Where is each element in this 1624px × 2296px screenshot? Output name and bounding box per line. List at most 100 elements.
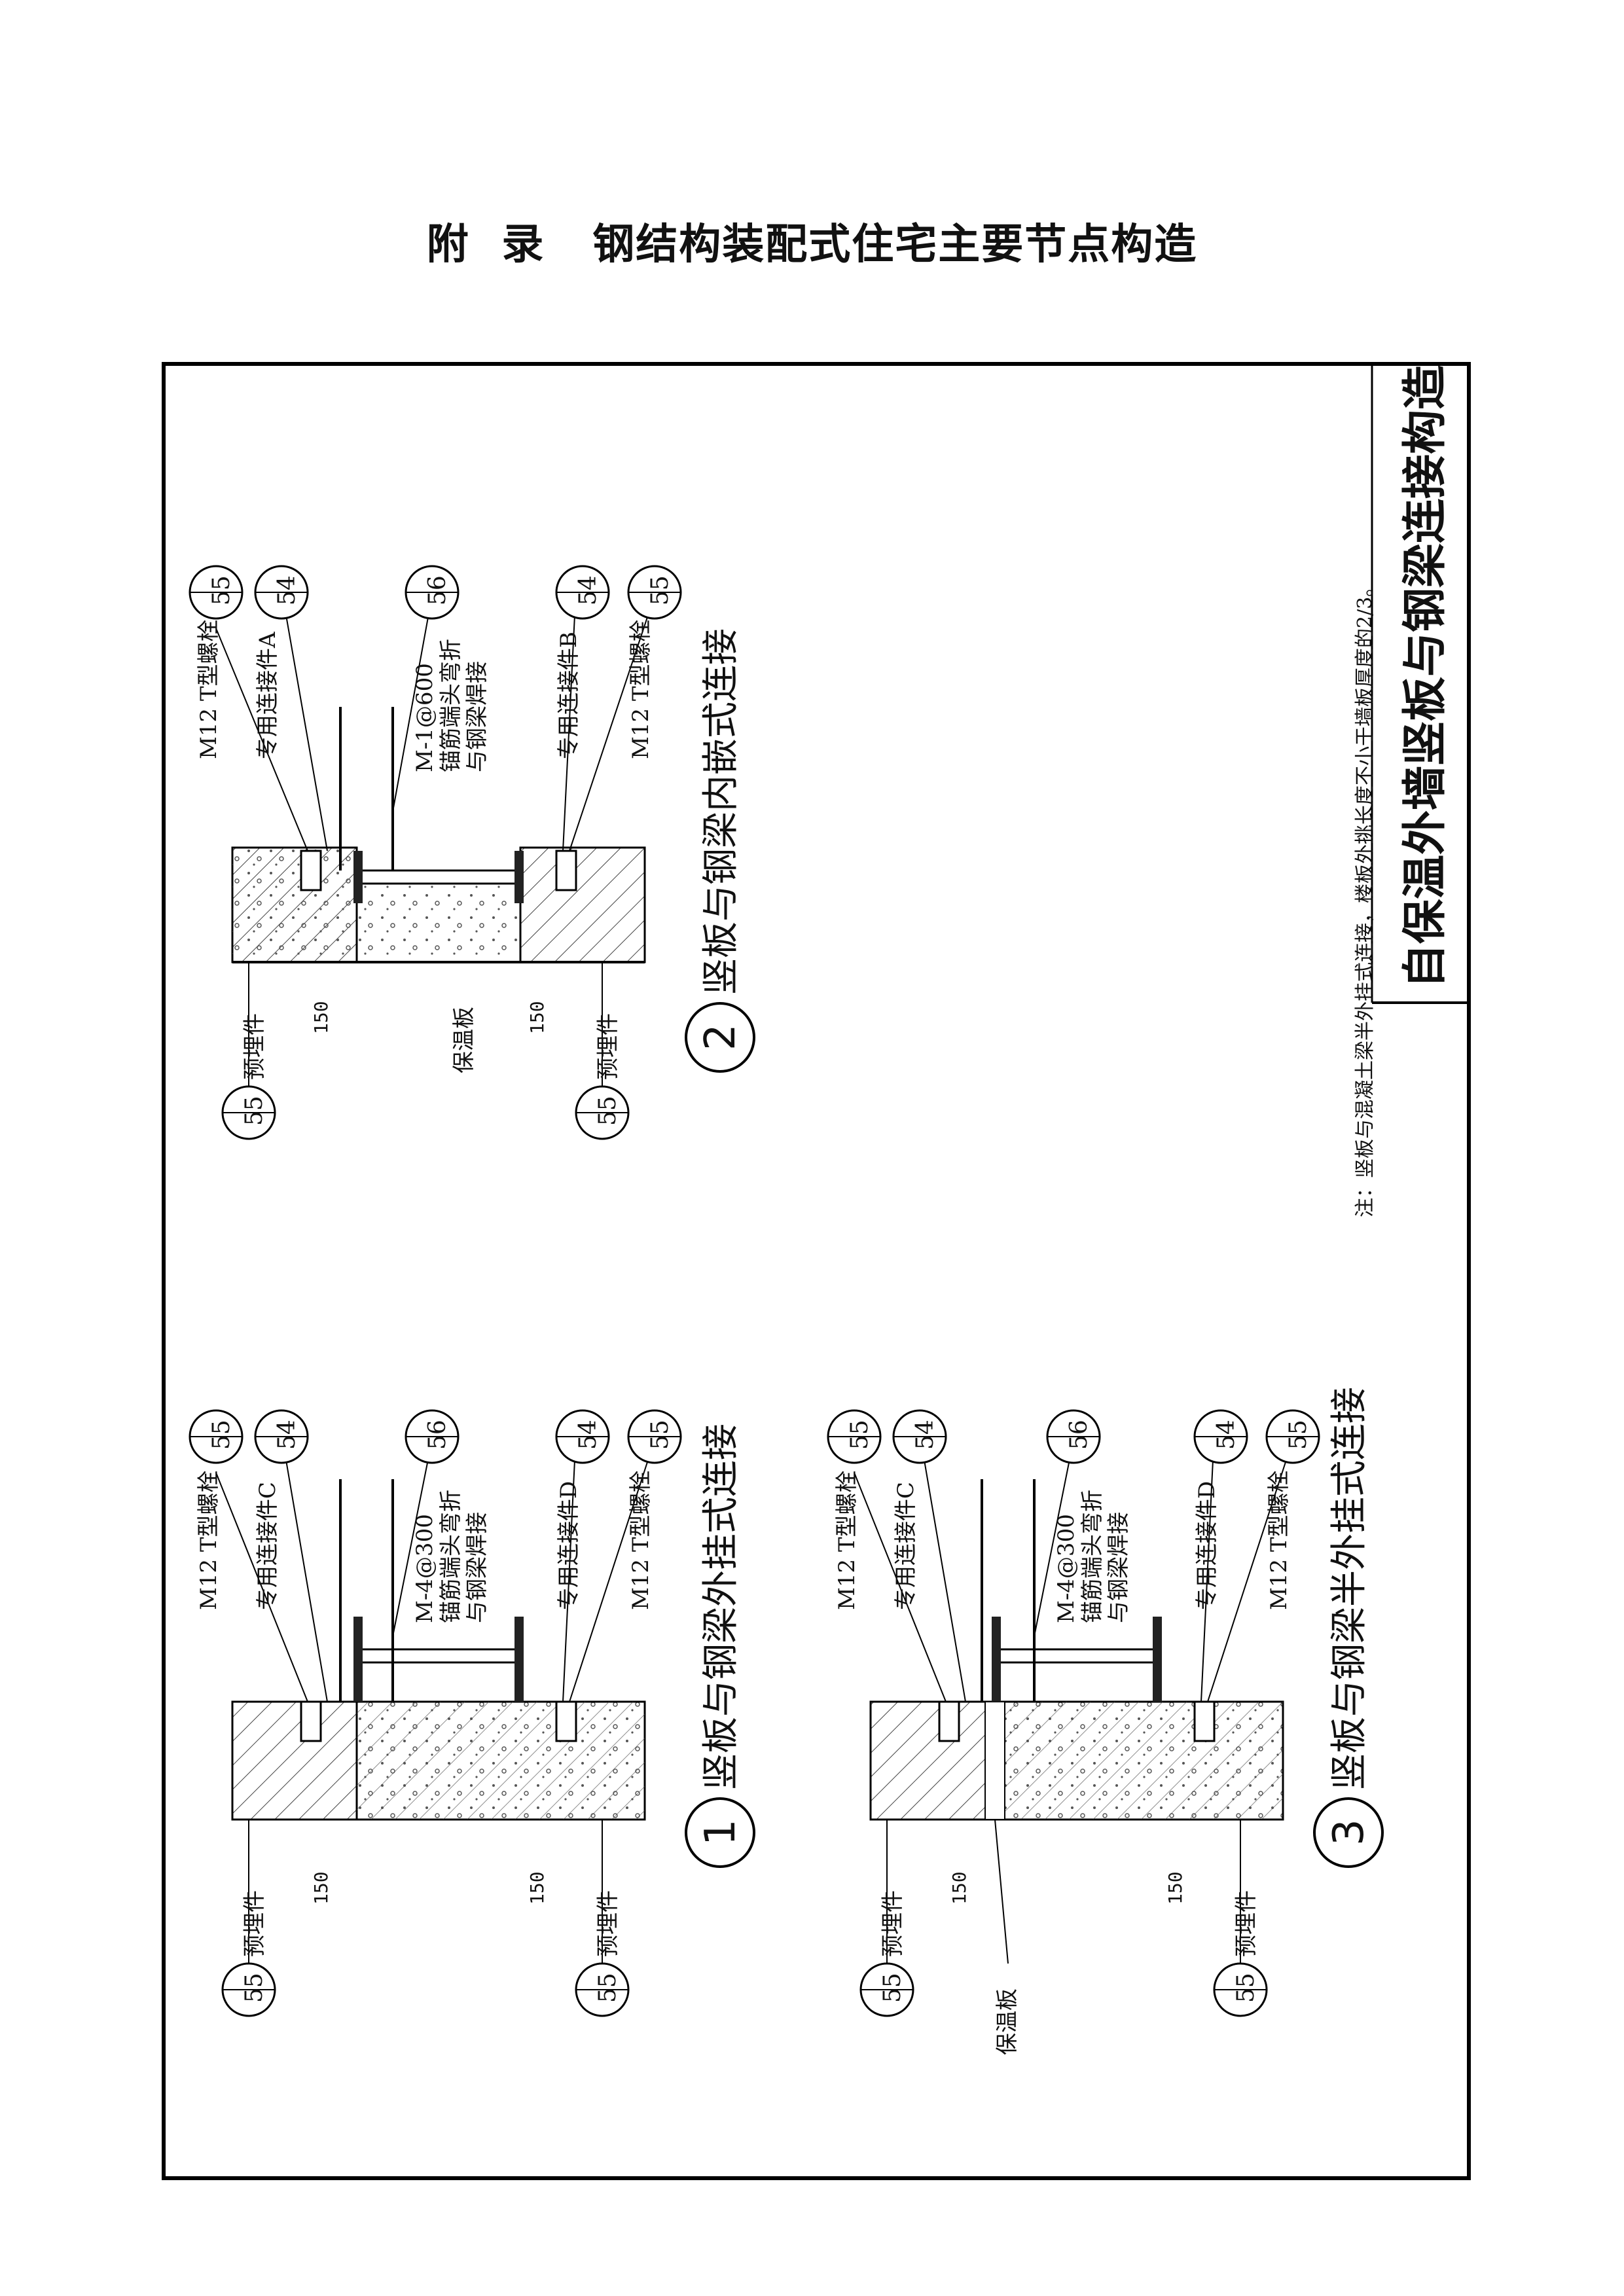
- callout-label: M-4@300: [1053, 1514, 1079, 1623]
- steel-beam-web: [355, 1648, 522, 1664]
- callout-label: M12 T型螺栓: [628, 1470, 654, 1610]
- ref-bubble: 54: [1193, 1409, 1248, 1464]
- callout-label: M12 T型螺栓: [196, 619, 222, 759]
- ref-bubble: 54: [254, 565, 309, 620]
- callout-label: 与钢梁焊接: [1106, 1512, 1132, 1623]
- bolt-upper: [938, 1700, 960, 1742]
- ref-bubble: 56: [1046, 1409, 1101, 1464]
- detail-caption: 竖板与钢梁半外挂式连接: [1328, 1387, 1371, 1790]
- insulation-label: 保温板: [994, 1988, 1020, 2055]
- callout-label: 专用连接件D: [1194, 1481, 1220, 1610]
- ref-bubble: 54: [254, 1409, 309, 1464]
- callout-label: 预埋件: [595, 1013, 621, 1080]
- diagram-text: 54: [274, 575, 300, 605]
- dimension-label: 150: [310, 1001, 332, 1034]
- steel-beam-flange-a: [353, 851, 363, 903]
- bolt-lower: [555, 850, 577, 891]
- steel-beam-flange-b: [1153, 1617, 1162, 1702]
- ref-bubble: 55: [1265, 1409, 1320, 1464]
- diagram-text: 55: [879, 1973, 906, 2003]
- insulation-board: [984, 1701, 1005, 1820]
- ref-bubble: 55: [221, 1962, 276, 2017]
- ref-bubble: 54: [555, 1409, 610, 1464]
- diagram-text: 54: [1213, 1420, 1240, 1450]
- wall-panel-upper-fill: [232, 848, 357, 962]
- floor-slab-hatch: [995, 1702, 1283, 1820]
- callout-label: 预埋件: [242, 1890, 268, 1957]
- callout-label: M-1@600: [412, 663, 438, 772]
- dimension-label: 150: [948, 1871, 970, 1905]
- diagram-text: 55: [241, 1973, 268, 2003]
- detail-number: 3: [1325, 1819, 1373, 1846]
- floor-slab-hatch: [357, 1702, 645, 1820]
- ref-bubble: 55: [189, 1409, 244, 1464]
- ref-bubble: 56: [405, 565, 460, 620]
- callout-label: 锚筋端头弯折: [1079, 1490, 1106, 1623]
- callout-label: 专用连接件D: [556, 1481, 582, 1610]
- ref-bubble: 56: [405, 1409, 460, 1464]
- diagram-text: 56: [1066, 1420, 1092, 1450]
- steel-beam-web: [355, 869, 522, 885]
- detail-number-bubble: [1313, 1797, 1384, 1868]
- callout-label: 专用连接件A: [255, 632, 281, 759]
- detail-caption: 竖板与钢梁外挂式连接: [700, 1424, 742, 1790]
- bolt-lower: [1193, 1700, 1216, 1742]
- ref-bubble: 55: [627, 565, 682, 620]
- diagram-text: 54: [575, 1420, 602, 1450]
- callout-label: 预埋件: [595, 1890, 621, 1957]
- bolt-upper: [300, 1700, 322, 1742]
- callout-label: 专用连接件C: [255, 1482, 281, 1610]
- detail-number: 2: [696, 1024, 745, 1050]
- callout-label: 专用连接件B: [556, 632, 582, 759]
- callout-label: 锚筋端头弯折: [438, 1490, 464, 1623]
- diagram-text: 56: [424, 575, 451, 605]
- dimension-label: 150: [1164, 1871, 1186, 1905]
- sheet-title: 自保温外墙竖板与钢梁连接构造: [1399, 365, 1451, 988]
- dimension-label: 150: [526, 1871, 548, 1905]
- diagram-text: 54: [575, 575, 602, 605]
- ref-bubble: 55: [1213, 1962, 1268, 2017]
- page-title: 附 录 钢结构装配式住宅主要节点构造: [426, 221, 1198, 269]
- wall-panel-lower: [519, 846, 646, 963]
- diagram-text: 54: [274, 1420, 300, 1450]
- callout-label: 锚筋端头弯折: [438, 639, 464, 772]
- steel-beam-web: [994, 1648, 1160, 1664]
- callout-label: M12 T型螺栓: [196, 1470, 222, 1610]
- ref-bubble: 55: [575, 1085, 630, 1140]
- diagram-text: 55: [1233, 1973, 1259, 2003]
- callout-label: 预埋件: [1233, 1890, 1259, 1957]
- callout-label: M12 T型螺栓: [1266, 1470, 1292, 1610]
- callout-label: 与钢梁焊接: [464, 661, 490, 772]
- sheet-note: 注：竖板与混凝土梁半外挂式连接，楼板外挑长度不小于墙板厚度的2/3。: [1354, 577, 1377, 1217]
- steel-beam-flange-b: [514, 1617, 524, 1702]
- bolt-upper: [300, 850, 322, 891]
- steel-beam-flange-a: [353, 1617, 363, 1702]
- wall-panel-upper: [869, 1700, 996, 1821]
- dimension-label: 150: [310, 1871, 332, 1905]
- callout-label: M12 T型螺栓: [834, 1470, 860, 1610]
- ref-bubble: 55: [827, 1409, 882, 1464]
- diagram-text: 55: [241, 1096, 268, 1126]
- diagram-text: 55: [647, 575, 674, 605]
- detail-2: 55 54 56 54 55 55 55: [189, 565, 755, 1140]
- ref-bubble: 54: [892, 1409, 947, 1464]
- detail-3: 55 54 56 54 55 55 55 M12 T型螺栓 专用连接件C M-4…: [827, 1387, 1384, 2055]
- detail-number-bubble: [685, 1797, 755, 1868]
- ref-bubble: 55: [575, 1962, 630, 2017]
- ref-bubble: 55: [859, 1962, 914, 2017]
- steel-beam-flange-a: [992, 1617, 1001, 1702]
- callout-label: 预埋件: [242, 1013, 268, 1080]
- callout-label: M-4@300: [412, 1514, 438, 1623]
- ref-bubble: 55: [627, 1409, 682, 1464]
- callout-label: 预埋件: [880, 1890, 906, 1957]
- diagram-text: 55: [208, 575, 235, 605]
- detail-number-bubble: [685, 1002, 755, 1073]
- insulation-label: 保温板: [451, 1007, 477, 1073]
- detail-1: 55 54 56 54 55 55 55 M12 T型螺栓 专用连接件C M-4…: [189, 1409, 755, 2017]
- insulation-board: [356, 880, 521, 963]
- dimension-label: 150: [526, 1001, 548, 1034]
- ref-bubble: 55: [189, 565, 244, 620]
- diagram-text: 55: [208, 1420, 235, 1450]
- detail-caption: 竖板与钢梁内嵌式连接: [700, 628, 742, 995]
